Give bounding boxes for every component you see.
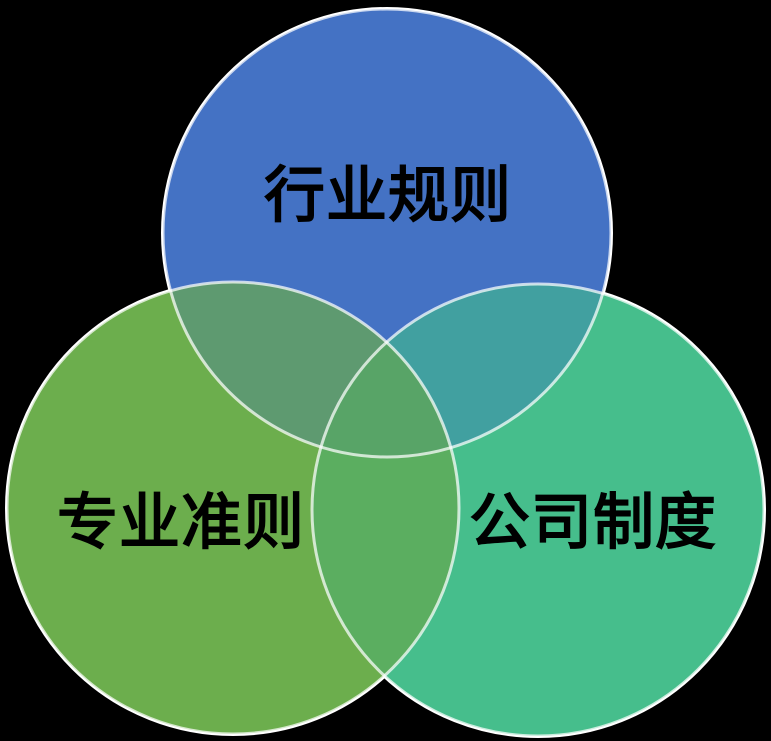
- inner-borders: [5, 7, 766, 738]
- label-industry-rules: 行业规则: [264, 161, 512, 229]
- inner-border-right-circle: [310, 282, 766, 738]
- inner-border-top-circle: [161, 7, 613, 459]
- inner-border-left-circle: [5, 280, 461, 736]
- label-company-system: 公司制度: [469, 488, 717, 556]
- label-professional-standards: 专业准则: [57, 488, 305, 556]
- overlap-center: [312, 284, 459, 457]
